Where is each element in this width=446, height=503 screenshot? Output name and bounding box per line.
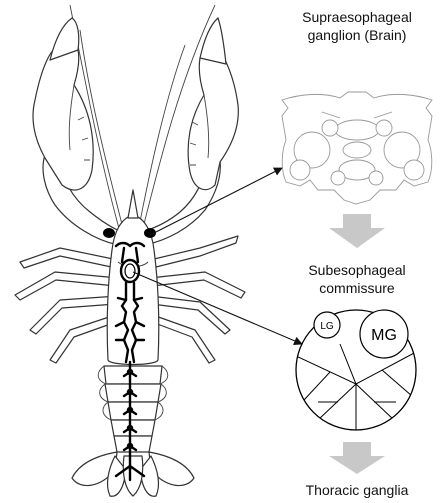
brain-section-drawing — [282, 92, 432, 204]
brain-label-line2: ganglion (Brain) — [308, 27, 407, 43]
down-arrow-icon — [329, 214, 385, 248]
lg-label: LG — [320, 321, 334, 332]
crayfish-illustration — [15, 5, 245, 496]
mg-label: MG — [371, 327, 397, 344]
commissure-label-line1: Subesophageal — [308, 262, 405, 278]
brain-label-line1: Supraesophageal — [302, 9, 412, 25]
commissure-cross-section: LG MG — [296, 310, 416, 430]
thoracic-label: Thoracic ganglia — [306, 482, 409, 498]
down-arrow-icon — [329, 442, 385, 474]
commissure-label-line2: commissure — [319, 280, 395, 296]
